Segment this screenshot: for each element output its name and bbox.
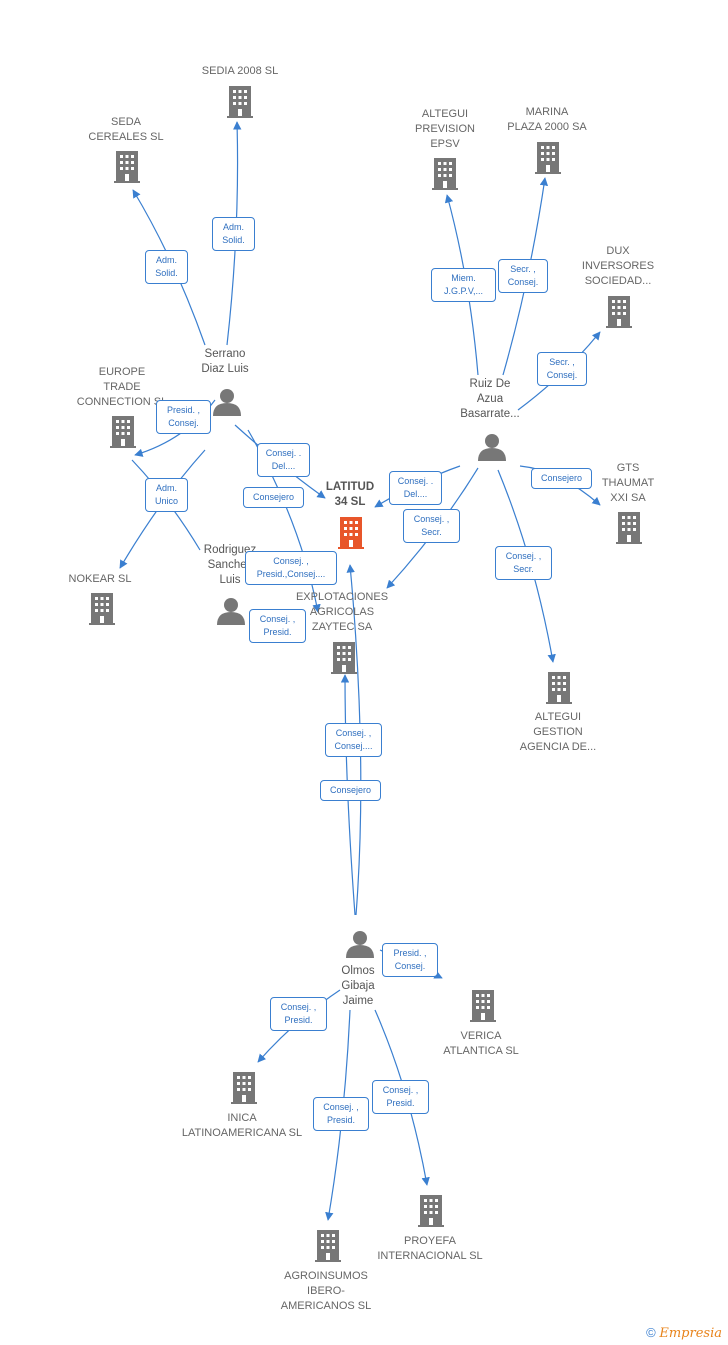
node-label-sedia-2008[interactable]: SEDIA 2008 SL [201,65,279,77]
proyefa-building-icon [418,1195,444,1227]
edge-label-ruiz-dux[interactable]: Secr. , Consej. [537,352,587,386]
explotaciones-building-icon [331,642,357,674]
edge-label-serrano-europe[interactable]: Presid. , Consej. [156,400,211,434]
center-building-icon [338,517,364,549]
node-label-altegui-gestion[interactable]: ALTEGUI GESTION AGENCIA DE... [519,711,597,753]
edge-label-olmos-explot-1[interactable]: Consej. , Consej.... [325,723,382,757]
olmos-person-icon [346,931,374,958]
sedia-2008-building-icon [227,86,253,118]
node-label-dux[interactable]: DUX INVERSORES SOCIEDAD... [581,245,655,287]
footer: © Empresia [646,1325,722,1341]
node-label-seda-cereales[interactable]: SEDA CEREALES SL [88,116,164,143]
rodriguez-person-icon [217,598,245,625]
nokear-building-icon [89,593,115,625]
node-label-explotaciones[interactable]: EXPLOTACIONES AGRICOLAS ZAYTEC SA [295,591,389,633]
node-label-center[interactable]: LATITUD 34 SL [325,481,375,508]
inica-building-icon [231,1072,257,1104]
person-label-serrano[interactable]: Serrano Diaz Luis [201,348,249,375]
agroinsumos-building-icon [315,1230,341,1262]
node-label-inica[interactable]: INICA LATINOAMERICANA SL [181,1112,303,1139]
edge-label-rodriguez-nokear[interactable]: Adm. Unico [145,478,188,512]
edge-label-ruiz-altegui-prev[interactable]: Miem. J.G.P.V,... [431,268,496,302]
empresia-logo[interactable]: Empresia [659,1326,722,1341]
node-label-proyefa[interactable]: PROYEFA INTERNACIONAL SL [377,1235,483,1262]
serrano-person-icon [213,389,241,416]
edge-label-olmos-agro[interactable]: Consej. , Presid. [313,1097,369,1131]
europe-trade-building-icon [110,416,136,448]
edge-label-olmos-proyefa[interactable]: Consej. , Presid. [372,1080,429,1114]
person-label-rodriguez[interactable]: Rodriguez Sanchez Luis [203,544,257,586]
edge-label-serrano-seda[interactable]: Adm. Solid. [145,250,188,284]
node-label-nokear[interactable]: NOKEAR SL [68,573,132,585]
node-label-altegui-prevision[interactable]: ALTEGUI PREVISION EPSV [415,108,475,150]
node-label-agroinsumos[interactable]: AGROINSUMOS IBERO- AMERICANOS SL [280,1270,372,1312]
person-label-olmos[interactable]: Olmos Gibaja Jaime [341,965,375,1007]
altegui-prevision-building-icon [432,158,458,190]
edge-label-serrano-sedia[interactable]: Adm. Solid. [212,217,255,251]
edge-label-rodriguez-explot[interactable]: Consej. , Presid.,Consej.... [245,551,337,585]
edge-label-ruiz-altegui-gest[interactable]: Consej. , Secr. [495,546,552,580]
node-label-marina-plaza[interactable]: MARINA PLAZA 2000 SA [507,106,587,133]
edge-label-ruiz-explot[interactable]: Consej. , Secr. [403,509,460,543]
seda-cereales-building-icon [114,151,140,183]
marina-plaza-building-icon [535,142,561,174]
edge-label-serrano-center[interactable]: Consej. . Del.... [257,443,310,477]
edge-label-olmos-inica[interactable]: Consej. , Presid. [270,997,327,1031]
node-label-verica[interactable]: VERICA ATLANTICA SL [443,1030,519,1057]
edge-label-olmos-explot-2[interactable]: Consejero [320,780,381,801]
edge-label-ruiz-marina[interactable]: Secr. , Consej. [498,259,548,293]
altegui-gestion-building-icon [546,672,572,704]
gts-building-icon [616,512,642,544]
edge-label-ruiz-gts[interactable]: Consejero [531,468,592,489]
edge-label-rodriguez-center[interactable]: Consejero [243,487,304,508]
edge-label-rodriguez-presid[interactable]: Consej. , Presid. [249,609,306,643]
node-label-gts[interactable]: GTS THAUMAT XXI SA [601,462,655,504]
ruiz-person-icon [478,434,506,461]
edge-label-olmos-verica[interactable]: Presid. , Consej. [382,943,438,977]
verica-building-icon [470,990,496,1022]
copyright-symbol: © [646,1325,656,1340]
person-label-ruiz[interactable]: Ruiz De Azua Basarrate... [460,378,520,420]
dux-building-icon [606,296,632,328]
edge-label-ruiz-center[interactable]: Consej. . Del.... [389,471,442,505]
